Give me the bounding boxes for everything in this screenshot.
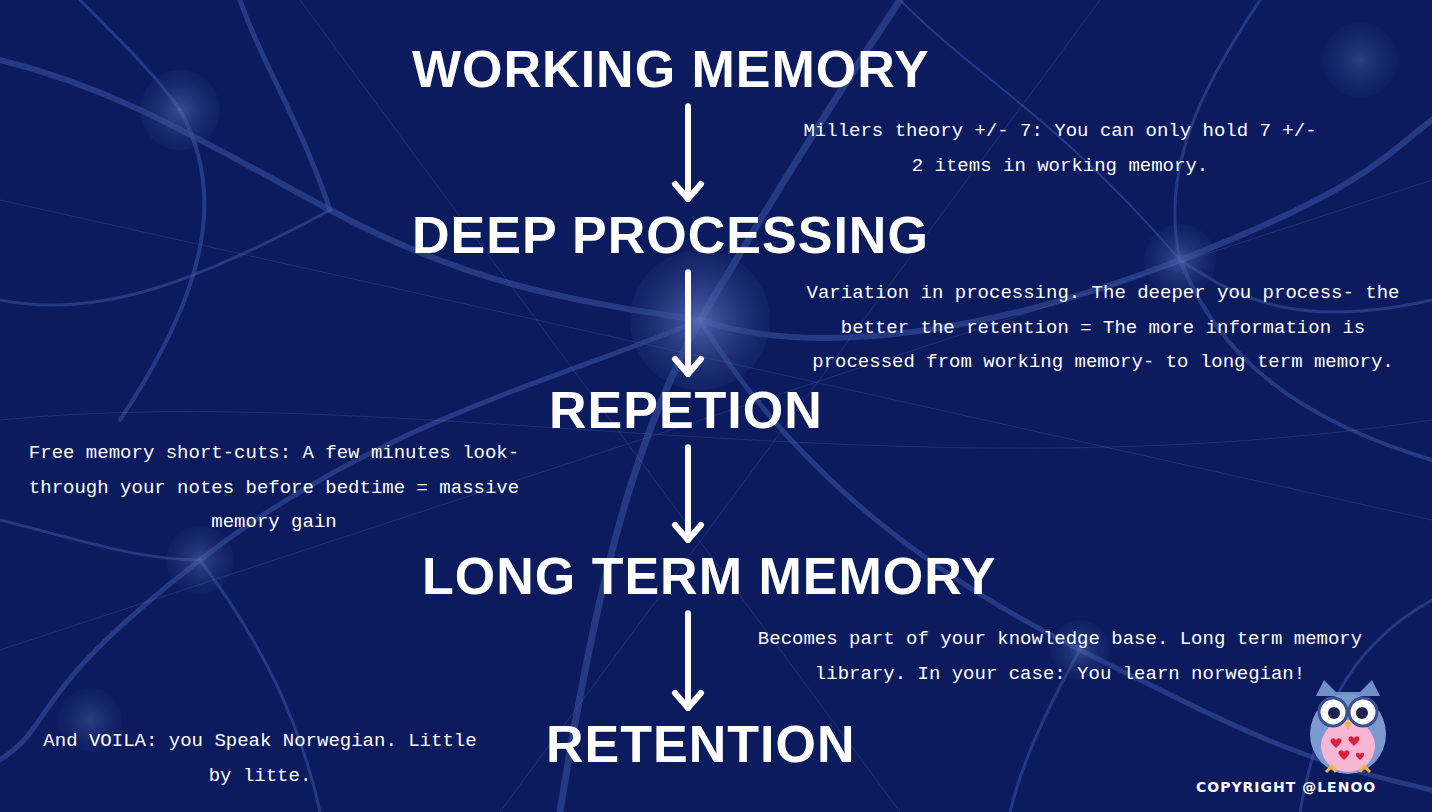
step-heading-box: WORKING MEMORY [402, 37, 940, 102]
annotation-note: Becomes part of your knowledge base. Lon… [735, 622, 1385, 691]
step-heading: REPETION [549, 382, 823, 439]
step-heading: RETENTION [546, 716, 855, 773]
annotation-note: Millers theory +/- 7: You can only hold … [800, 114, 1320, 183]
annotation-note: Variation in processing. The deeper you … [788, 276, 1418, 380]
step-heading: LONG TERM MEMORY [422, 548, 997, 605]
flow-arrow [675, 106, 701, 199]
annotation-note: Free memory short-cuts: A few minutes lo… [14, 436, 534, 540]
flow-arrow [675, 613, 701, 708]
flow-arrow [675, 272, 701, 374]
step-heading: DEEP PROCESSING [412, 207, 929, 264]
step-heading: WORKING MEMORY [412, 41, 930, 98]
step-heading-box: REPETION [539, 378, 833, 443]
step-heading-box: RETENTION [536, 712, 865, 777]
annotation-note: And VOILA: you Speak Norwegian. Little b… [30, 724, 490, 793]
step-heading-box: DEEP PROCESSING [402, 203, 939, 268]
step-heading-box: LONG TERM MEMORY [412, 544, 1007, 609]
owl-logo [1302, 676, 1394, 776]
flow-arrow [675, 447, 701, 540]
copyright-note: COPYRIGHT @LENOO [1196, 779, 1376, 795]
